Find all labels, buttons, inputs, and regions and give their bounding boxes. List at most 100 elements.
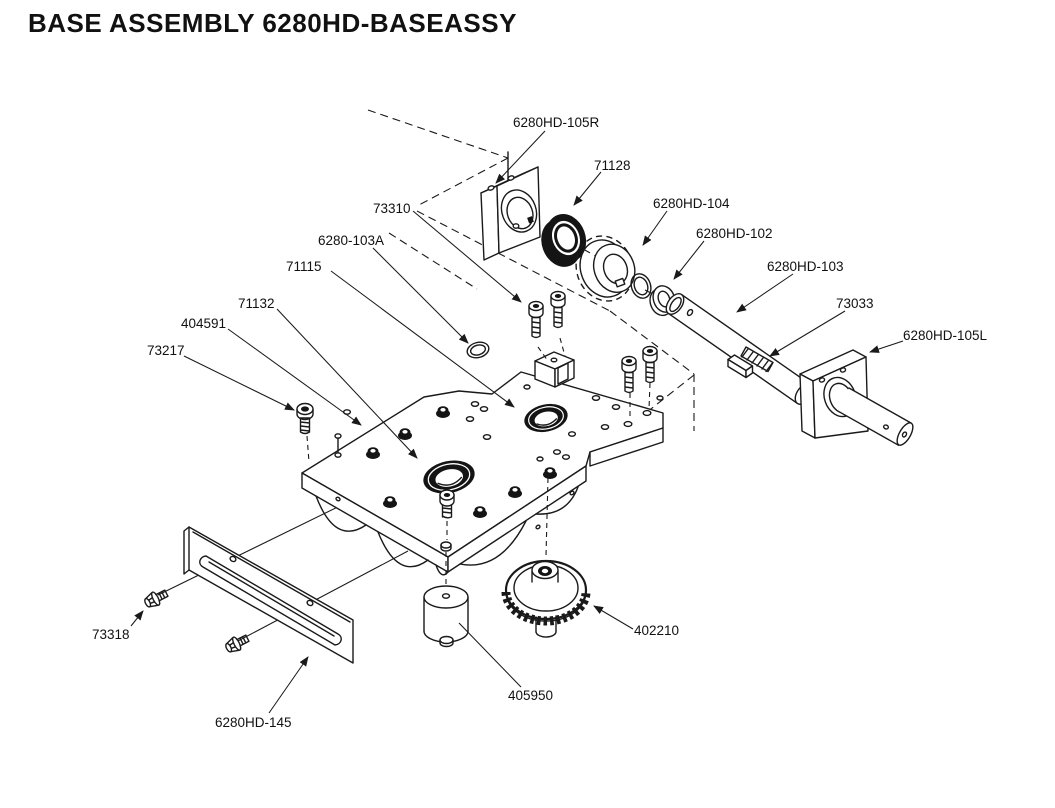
bolts-73318 bbox=[144, 589, 250, 653]
plate-tab-edge-face bbox=[589, 427, 664, 467]
shaft-open-end bbox=[665, 293, 685, 315]
pulley-teeth-root bbox=[505, 591, 587, 622]
hole bbox=[818, 377, 826, 383]
part-label-405950: 405950 bbox=[508, 688, 553, 703]
page-title: BASE ASSEMBLY 6280HD-BASEASSY bbox=[28, 8, 517, 38]
flanged-nut bbox=[473, 506, 487, 518]
bearing-groove bbox=[528, 406, 564, 430]
base-plate bbox=[301, 351, 664, 576]
screw-axis bbox=[537, 346, 549, 362]
roller-stub bbox=[439, 639, 454, 648]
part-label-73310: 73310 bbox=[373, 201, 411, 216]
pulley-stub-bottom bbox=[535, 630, 557, 638]
o-ring-6280-103a bbox=[466, 341, 490, 359]
bracket-6280hd-145 bbox=[183, 526, 354, 664]
part-labels: 6280HD-105R 71128 73310 6280-103A 6280HD… bbox=[92, 115, 988, 730]
hole bbox=[335, 496, 341, 502]
hole bbox=[611, 404, 621, 411]
part-label-73217: 73217 bbox=[147, 343, 185, 358]
bolt-axis-line bbox=[235, 550, 409, 643]
pulley-bore-center bbox=[541, 568, 549, 574]
screw-axis bbox=[648, 382, 651, 410]
foot-arch bbox=[377, 531, 429, 568]
leader-6280-103a bbox=[372, 247, 469, 344]
hole bbox=[306, 599, 314, 607]
plate-nuts bbox=[366, 406, 557, 518]
socket-screw bbox=[642, 345, 658, 384]
screw-axis bbox=[559, 337, 566, 357]
leader-6280hd-103 bbox=[736, 273, 794, 313]
alignment-lines bbox=[157, 499, 409, 643]
standoff-slot bbox=[557, 362, 569, 385]
leader-404591 bbox=[227, 328, 362, 426]
bracket-slot-depth bbox=[208, 561, 335, 637]
bearing-groove bbox=[427, 463, 471, 491]
foot-arch bbox=[535, 486, 579, 515]
leader-lines bbox=[130, 130, 904, 714]
shaft-wall bbox=[669, 296, 682, 313]
phantom-line bbox=[609, 310, 695, 375]
part-label-73033: 73033 bbox=[836, 296, 874, 311]
part-label-402210: 402210 bbox=[634, 623, 679, 638]
leader-73318 bbox=[130, 610, 144, 627]
pulley-stub-side bbox=[535, 615, 557, 633]
hex-bolt bbox=[144, 589, 169, 608]
o-ring-outer bbox=[630, 273, 652, 299]
hole bbox=[229, 555, 237, 563]
hole bbox=[465, 416, 475, 423]
o-ring-outer bbox=[466, 341, 490, 359]
o-ring-inner bbox=[469, 344, 487, 356]
plate-holes bbox=[334, 384, 664, 462]
hole bbox=[839, 367, 847, 373]
roller-405950 bbox=[423, 585, 469, 648]
screw-axes bbox=[306, 337, 651, 584]
clamp-standoff bbox=[534, 351, 575, 388]
hole bbox=[686, 308, 694, 317]
o-ring-small bbox=[630, 273, 652, 299]
hole bbox=[550, 357, 558, 363]
phantom-line bbox=[388, 232, 478, 290]
hex-bolt bbox=[225, 634, 250, 653]
screw-under-plate bbox=[439, 489, 455, 552]
phantom-line bbox=[367, 109, 509, 159]
part-label-6280hd-105l: 6280HD-105L bbox=[903, 328, 988, 343]
socket-screw bbox=[621, 355, 637, 394]
roller-stub-top bbox=[439, 635, 454, 645]
shaft-body-fill bbox=[668, 294, 811, 404]
foot-arch bbox=[435, 564, 449, 576]
part-label-73318: 73318 bbox=[92, 627, 130, 642]
hole bbox=[536, 456, 544, 462]
shaft-6280hd-103 bbox=[665, 293, 814, 405]
hole bbox=[479, 406, 489, 413]
part-label-6280hd-105r: 6280HD-105R bbox=[513, 115, 600, 130]
hole bbox=[523, 384, 531, 390]
leader-402210 bbox=[593, 605, 634, 630]
hole bbox=[512, 223, 520, 229]
part-label-6280hd-104: 6280HD-104 bbox=[653, 196, 730, 211]
flanged-nut bbox=[366, 447, 380, 459]
part-label-404591: 404591 bbox=[181, 316, 226, 331]
phantom-line bbox=[416, 157, 509, 207]
part-label-71132: 71132 bbox=[238, 296, 275, 311]
hole bbox=[901, 431, 908, 438]
hole bbox=[656, 395, 664, 401]
block-bore bbox=[500, 189, 538, 233]
socket-screw bbox=[550, 290, 566, 329]
phantom-line bbox=[416, 210, 611, 312]
hole bbox=[882, 424, 890, 430]
leader-6280hd-145 bbox=[268, 656, 309, 714]
flanged-nut bbox=[508, 486, 522, 498]
leader-73310 bbox=[412, 210, 522, 303]
hole bbox=[535, 524, 541, 530]
leader-6280hd-104 bbox=[642, 210, 668, 246]
pulley-402210 bbox=[501, 559, 591, 638]
leader-71132 bbox=[276, 308, 418, 459]
hole bbox=[440, 541, 452, 549]
bearing-ring-71132 bbox=[423, 460, 475, 494]
stub-shaft-fill bbox=[836, 388, 911, 446]
block-counterbore bbox=[506, 196, 534, 230]
hole bbox=[552, 449, 562, 455]
screws-73310 bbox=[528, 290, 658, 394]
hole bbox=[623, 420, 633, 428]
